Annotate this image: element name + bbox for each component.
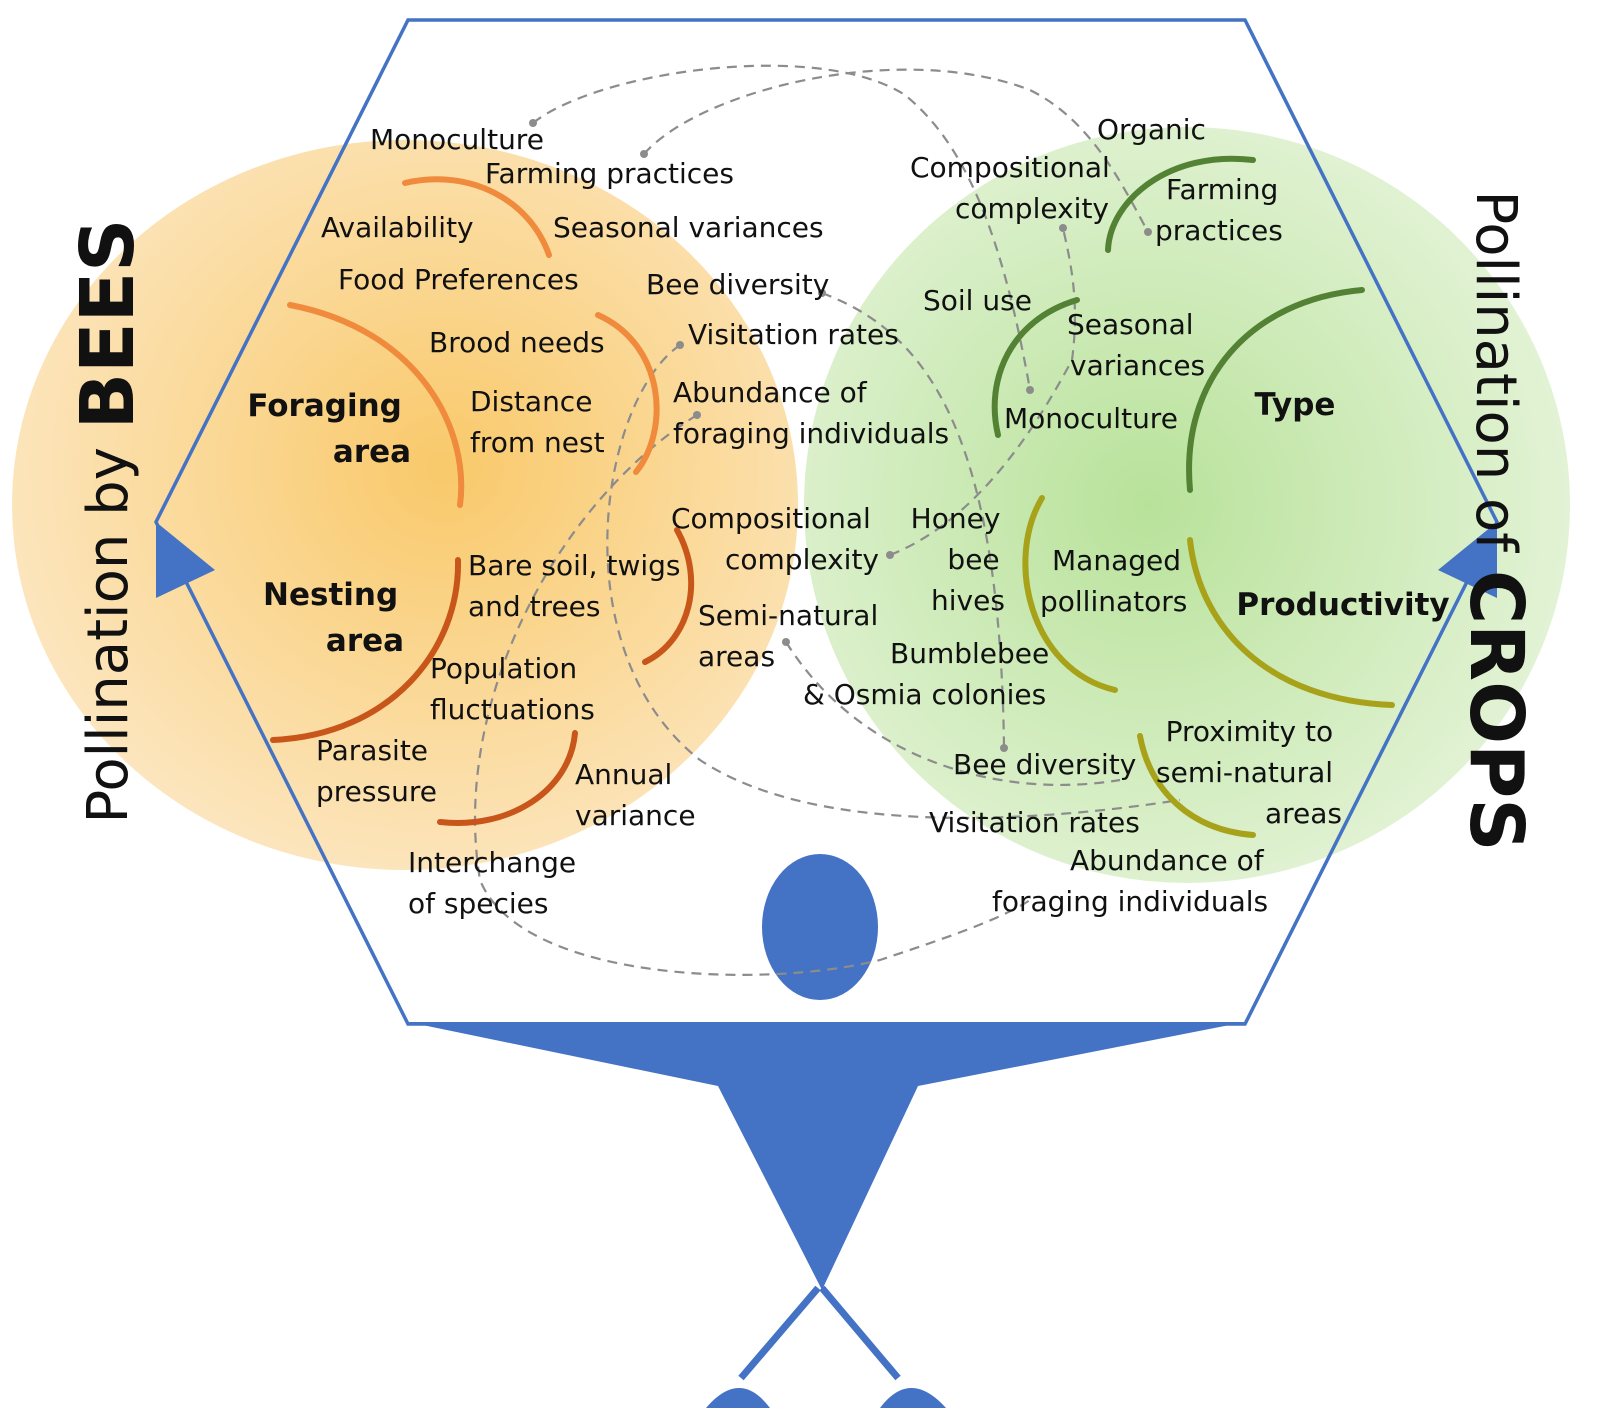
crops-circle	[804, 127, 1570, 883]
arc-type-outer	[1186, 287, 1365, 493]
bees-title: Pollination by BEES	[65, 219, 151, 824]
crops-abundance: Abundance of foraging individuals	[992, 844, 1273, 918]
arc-managed	[1022, 495, 1118, 693]
productivity-header: Productivity	[1236, 587, 1449, 623]
bees-circle	[12, 140, 798, 870]
bees-food-preferences: Food Preferences	[338, 263, 579, 296]
bees-interchange-of-species: Interchange of species	[408, 846, 585, 920]
crops-visitation-rates: Visitation rates	[929, 806, 1140, 839]
crops-proximity-semi-natural: Proximity to semi-natural areas	[1156, 715, 1342, 830]
bees-monoculture: Monoculture	[370, 123, 544, 156]
connector-dots	[529, 119, 1152, 752]
crops-honey-bee-hives: Honey bee hives	[911, 502, 1010, 617]
crops-bee-diversity: Bee diversity	[953, 748, 1136, 781]
figure-left-foot	[706, 1388, 770, 1408]
left-arrowhead	[156, 522, 215, 598]
bees-seasonal-variances: Seasonal variances	[553, 211, 824, 244]
right-arrowhead	[1438, 522, 1497, 598]
arc-nesting-low	[437, 730, 578, 826]
crops-bumblebee-osmia: Bumblebee & Osmia colonies	[803, 637, 1058, 711]
bees-compositional-complexity: Compositional complexity	[671, 502, 880, 576]
arc-proximity	[1137, 733, 1256, 838]
crops-title: Pollination of CROPS	[1453, 190, 1539, 851]
nesting-area-header: Nesting area	[263, 577, 409, 659]
bees-distance-from-nest: Distance from nest	[470, 385, 605, 459]
bees-bare-soil: Bare soil, twigs and trees	[468, 549, 689, 623]
bees-brood-needs: Brood needs	[429, 326, 605, 359]
crops-monoculture: Monoculture	[1004, 402, 1178, 435]
bees-farming-practices: Farming practices	[485, 157, 734, 190]
bees-visitation-rates: Visitation rates	[688, 318, 899, 351]
arc-foraging-inner	[595, 312, 660, 475]
arc-foraging-top	[402, 176, 552, 258]
foraging-area-header: Foraging area	[247, 388, 412, 470]
arc-nesting-outer	[270, 557, 462, 743]
arc-nesting-mid	[642, 527, 695, 665]
crops-organic: Organic	[1097, 113, 1206, 146]
bees-parasite-pressure: Parasite pressure	[316, 734, 437, 808]
bees-annual-variance: Annual variance	[575, 758, 696, 832]
crops-managed-pollinators: Managed pollinators	[1040, 544, 1190, 618]
figure-right-foot	[880, 1388, 946, 1408]
crops-seasonal-variances: Seasonal variances	[1067, 308, 1205, 382]
bees-population-fluctuations: Population fluctuations	[430, 652, 595, 726]
bees-labels: Foraging area Nesting area Monoculture F…	[247, 123, 949, 920]
crops-compositional-complexity: Compositional complexity	[910, 151, 1119, 225]
bees-arcs	[270, 176, 695, 826]
bees-bee-diversity: Bee diversity	[646, 268, 829, 301]
arc-productivity	[1187, 537, 1395, 708]
figure-arms	[408, 1022, 1245, 1290]
arc-foraging-outer	[287, 302, 465, 508]
arc-soil	[991, 297, 1080, 438]
crops-labels: Type Productivity Organic Compositional …	[803, 113, 1450, 918]
bees-semi-natural: Semi-natural areas	[698, 599, 887, 673]
crops-farming-practices: Farming practices	[1155, 173, 1287, 247]
figure-head	[762, 854, 878, 1000]
connector-lines	[473, 64, 1181, 976]
type-header: Type	[1255, 387, 1336, 423]
crops-soil-use: Soil use	[923, 284, 1032, 317]
crops-arcs	[991, 155, 1395, 838]
arc-organic	[1105, 155, 1256, 253]
human-figure	[408, 854, 1245, 1408]
bees-availability: Availability	[321, 211, 474, 244]
bees-abundance: Abundance of foraging individuals	[673, 376, 949, 450]
